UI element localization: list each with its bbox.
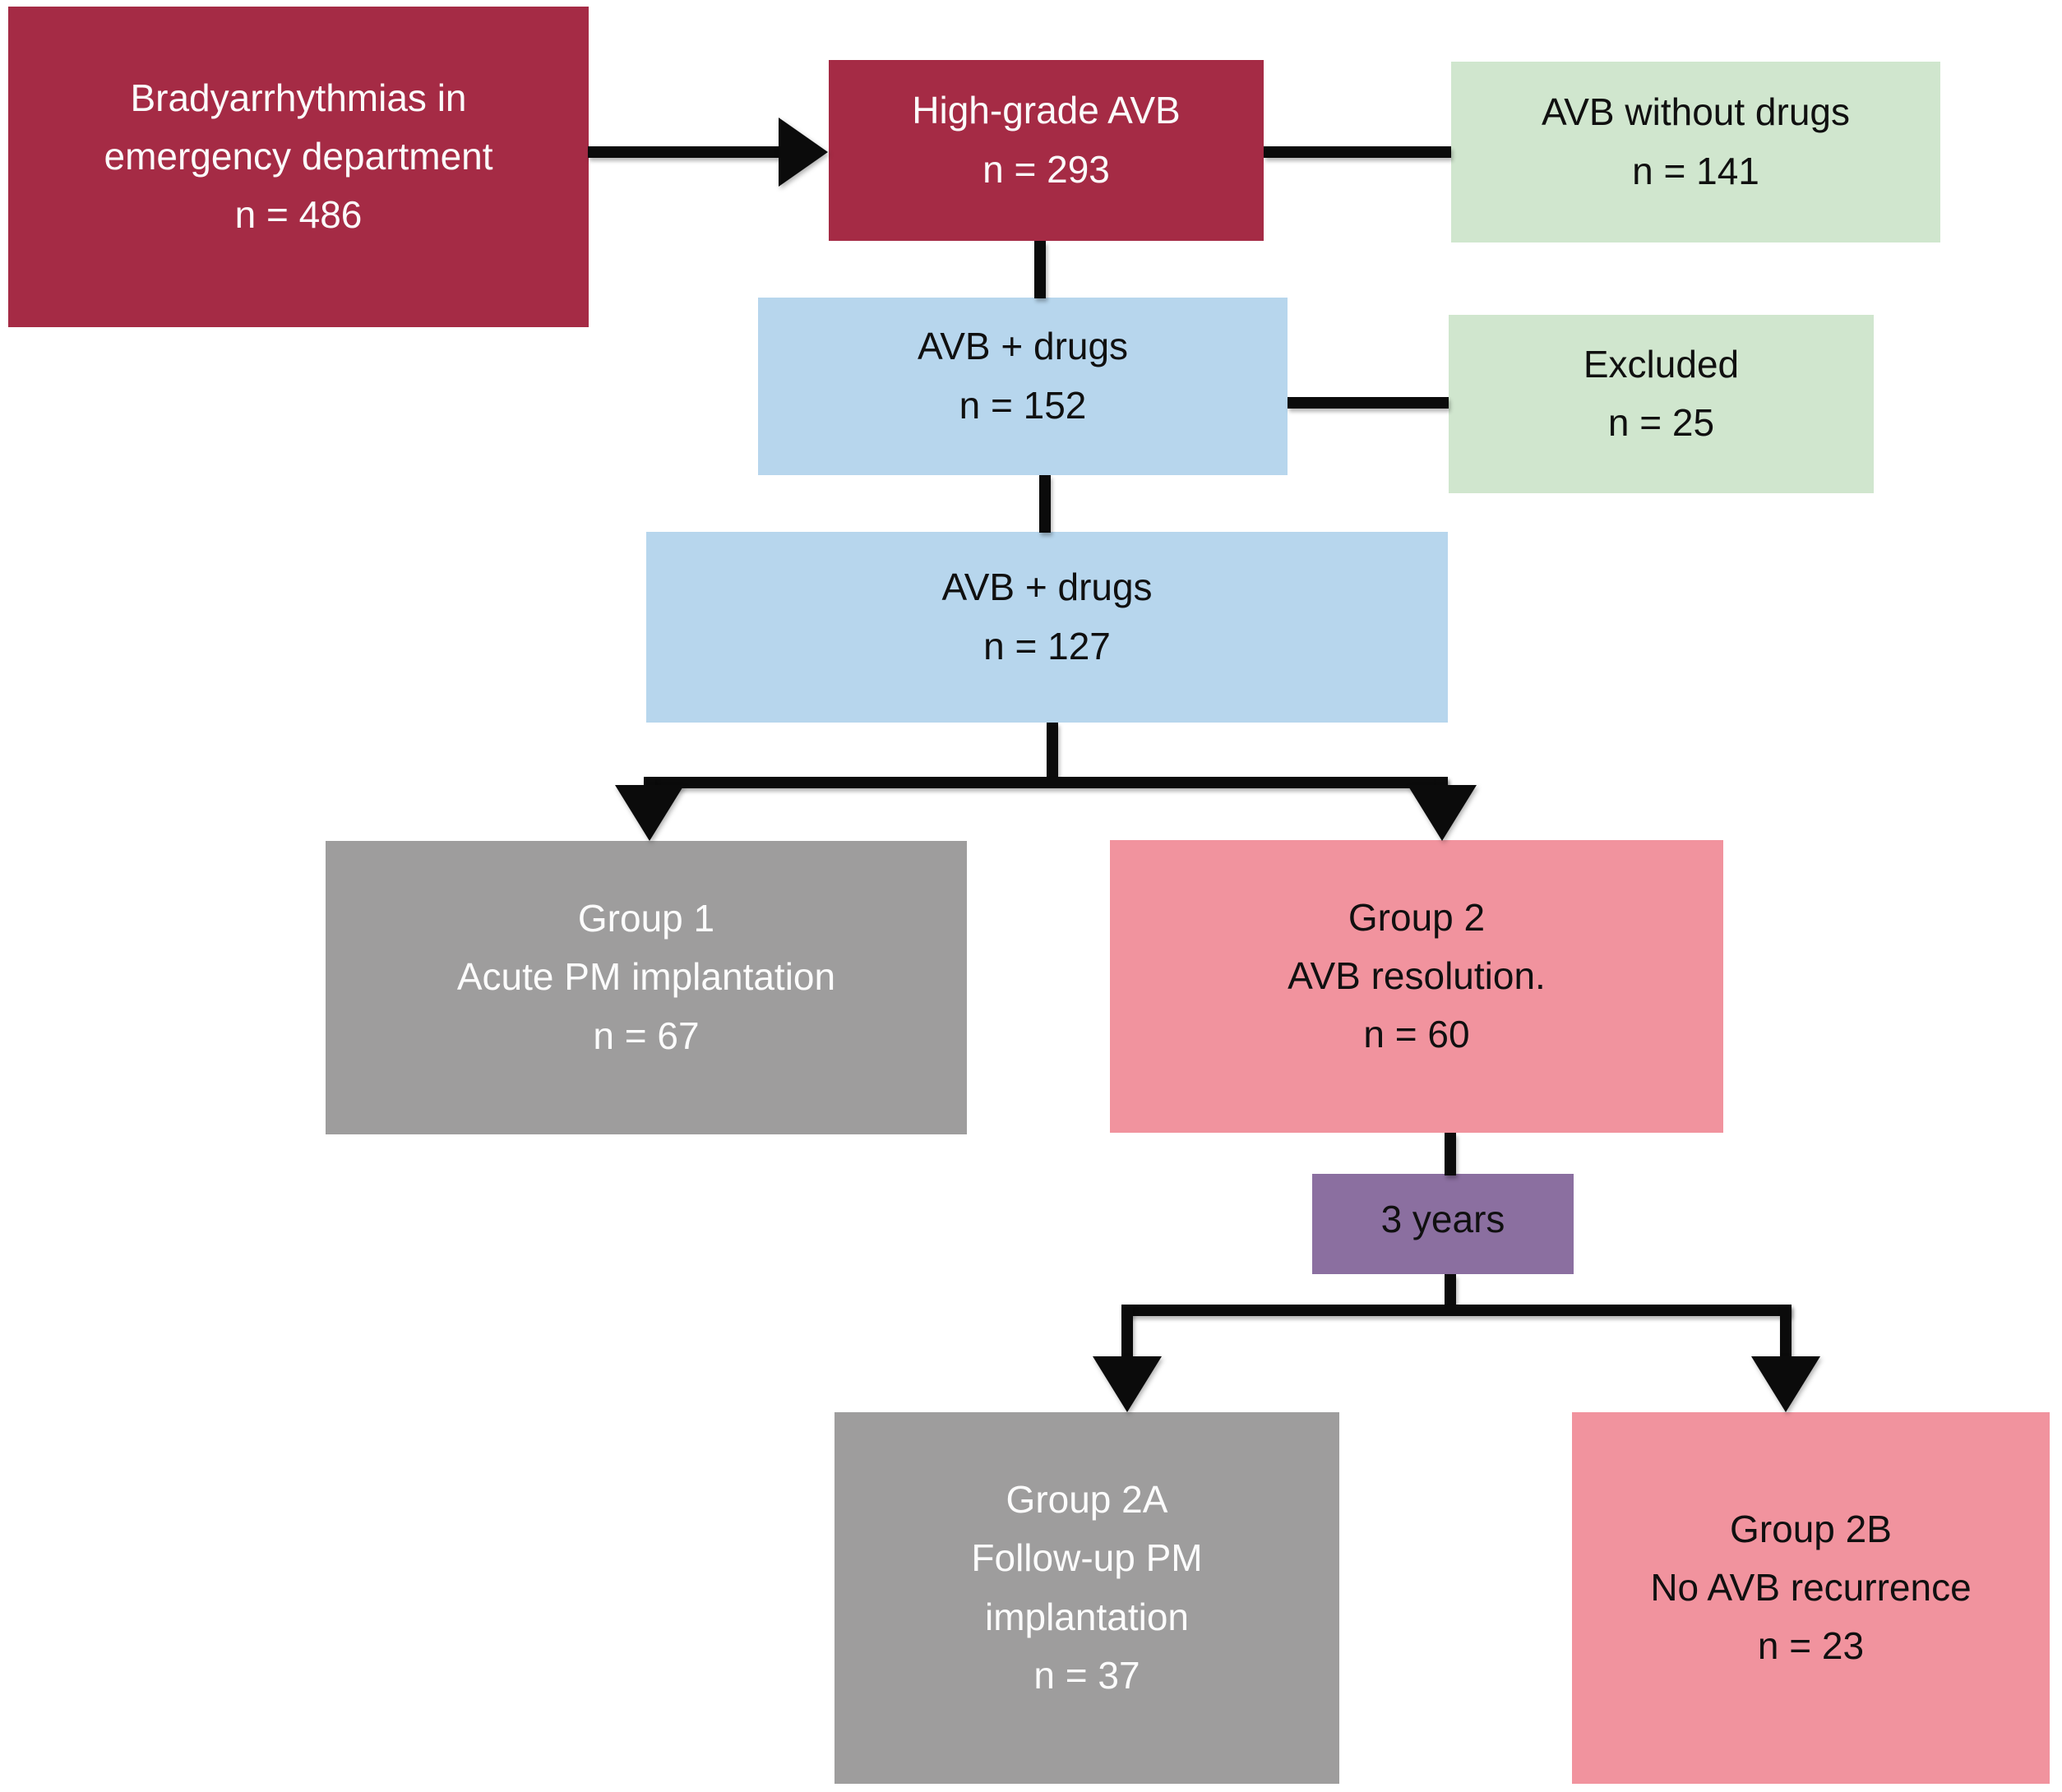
arrowhead-down-icon <box>615 785 684 841</box>
arrowhead-down-icon <box>1408 785 1477 841</box>
node-count: n = 60 <box>1363 1013 1470 1056</box>
connector-avb-plus-drugs-152-to-127 <box>1039 475 1051 533</box>
node-label-line: Bradyarrhythmias in <box>130 76 467 119</box>
connector-split-to-group2b <box>1780 1305 1792 1362</box>
node-three-years: 3 years <box>1312 1174 1574 1274</box>
node-avb-without-drugs: AVB without drugs n = 141 <box>1451 62 1940 242</box>
node-label-line: implantation <box>984 1595 1190 1638</box>
node-count: n = 67 <box>593 1014 700 1057</box>
node-label-line: Follow-up PM <box>971 1536 1203 1580</box>
connector-avb-plus-drugs-152-to-excluded <box>1288 397 1449 409</box>
node-group1-acute-pm-implantation: Group 1 Acute PM implantation n = 67 <box>326 841 967 1134</box>
connector-high-grade-avb-to-avb-without-drugs <box>1264 146 1451 158</box>
connector-group2-to-three-years <box>1445 1133 1456 1175</box>
node-label-line: Group 2A <box>1006 1477 1168 1521</box>
node-label-line: Acute PM implantation <box>456 955 836 999</box>
node-count: n = 37 <box>1033 1653 1140 1697</box>
node-bradyarrhythmias-ed: Bradyarrhythmias in emergency department… <box>8 7 589 327</box>
node-group2a-followup-pm-implantation: Group 2A Follow-up PM implantation n = 3… <box>835 1412 1339 1784</box>
node-label-line: Group 1 <box>577 897 715 940</box>
arrowhead-down-icon <box>1093 1356 1162 1412</box>
node-label-line: AVB resolution. <box>1288 954 1546 997</box>
node-excluded: Excluded n = 25 <box>1449 315 1874 493</box>
connector-split-to-group2a <box>1121 1305 1133 1362</box>
node-count: n = 23 <box>1757 1624 1865 1668</box>
node-count: n = 141 <box>1632 149 1759 192</box>
node-label-line: emergency department <box>104 134 493 178</box>
node-count: n = 25 <box>1607 401 1715 444</box>
connector-avb-plus-drugs-127-to-split <box>1047 723 1058 780</box>
split-bar-groups-1-2 <box>644 777 1448 788</box>
arrowhead-right-icon <box>779 118 828 187</box>
connector-ed-to-high-grade-avb <box>588 146 779 158</box>
node-count: n = 293 <box>982 147 1110 191</box>
node-count: n = 152 <box>959 383 1087 427</box>
node-count: n = 127 <box>983 624 1111 667</box>
split-bar-groups-2a-2b <box>1121 1305 1792 1316</box>
node-label-line: Group 2B <box>1730 1507 1892 1550</box>
node-label-line: AVB without drugs <box>1541 90 1850 134</box>
node-avb-plus-drugs-152: AVB + drugs n = 152 <box>758 298 1288 475</box>
node-group2b-no-avb-recurrence: Group 2B No AVB recurrence n = 23 <box>1572 1412 2050 1784</box>
node-group2-avb-resolution: Group 2 AVB resolution. n = 60 <box>1110 840 1723 1133</box>
node-high-grade-avb: High-grade AVB n = 293 <box>829 60 1264 241</box>
arrowhead-down-icon <box>1751 1356 1820 1412</box>
connector-high-grade-avb-to-avb-plus-drugs-152 <box>1034 241 1046 298</box>
node-label-line: AVB + drugs <box>941 566 1153 609</box>
connector-three-years-to-split <box>1445 1274 1456 1307</box>
node-count: n = 486 <box>234 193 363 237</box>
node-label-line: Excluded <box>1583 342 1740 386</box>
node-label-line: AVB + drugs <box>917 325 1129 368</box>
node-avb-plus-drugs-127: AVB + drugs n = 127 <box>646 532 1448 723</box>
node-label-line: No AVB recurrence <box>1650 1565 1972 1609</box>
node-label-line: Group 2 <box>1348 895 1486 939</box>
node-label-line: High-grade AVB <box>912 89 1181 132</box>
node-label-line: 3 years <box>1380 1198 1505 1241</box>
